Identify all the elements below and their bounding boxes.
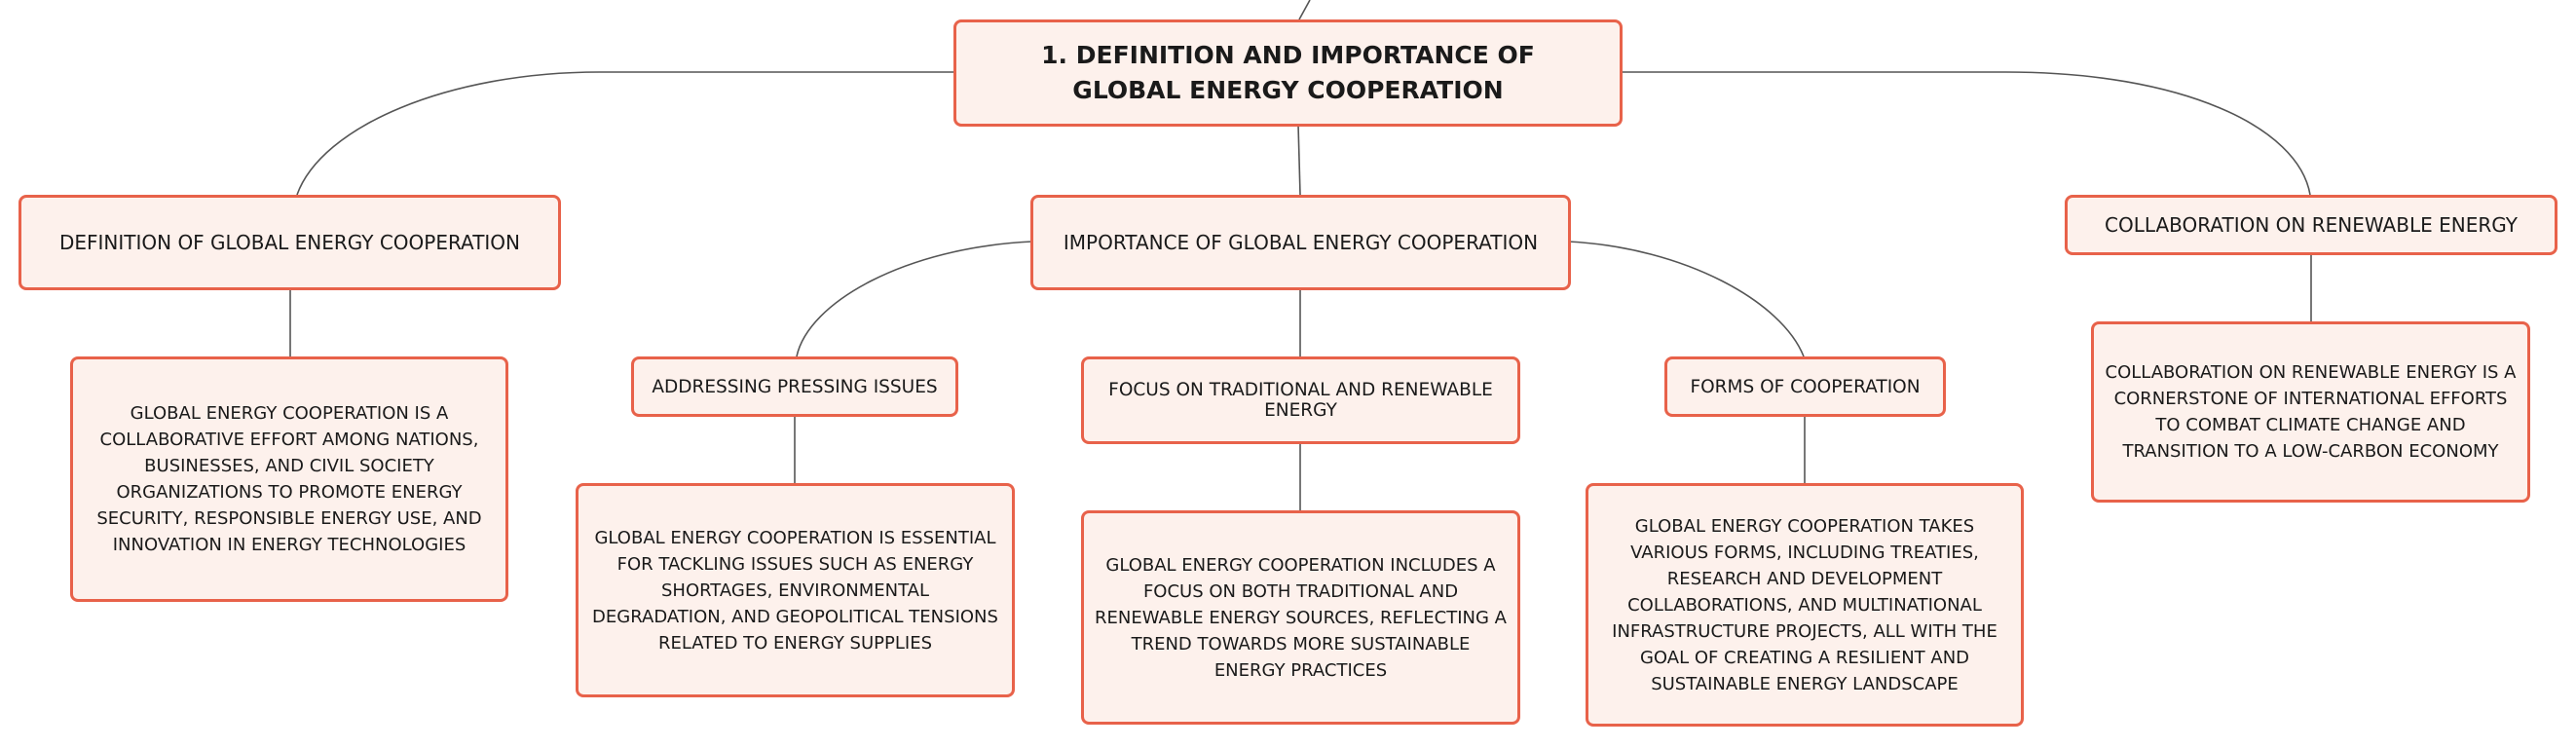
topic-definition[interactable]: DEFINITION OF GLOBAL ENERGY COOPERATION [19, 195, 561, 290]
topic-importance[interactable]: IMPORTANCE OF GLOBAL ENERGY COOPERATION [1030, 195, 1571, 290]
subtopic-forms-of-cooperation[interactable]: FORMS OF COOPERATION [1664, 356, 1946, 417]
root-topic[interactable]: 1. DEFINITION AND IMPORTANCE OF GLOBAL E… [953, 19, 1623, 127]
connector-root-definition [296, 71, 954, 196]
detail-forms-of-cooperation[interactable]: GLOBAL ENERGY COOPERATION TAKES VARIOUS … [1586, 483, 2024, 727]
detail-addressing-issues[interactable]: GLOBAL ENERGY COOPERATION IS ESSENTIAL F… [576, 483, 1015, 697]
connector-importance-forms [1567, 241, 1805, 357]
detail-definition[interactable]: GLOBAL ENERGY COOPERATION IS A COLLABORA… [70, 356, 508, 602]
connector-parent-root [1298, 0, 1311, 20]
subtopic-addressing-issues[interactable]: ADDRESSING PRESSING ISSUES [631, 356, 958, 417]
detail-traditional-renewable[interactable]: GLOBAL ENERGY COOPERATION INCLUDES A FOC… [1081, 510, 1520, 725]
connector-importance-addressing [796, 241, 1033, 357]
connector-root-importance [1297, 124, 1301, 196]
connector-root-renewable [1622, 71, 2311, 196]
topic-renewable-collaboration[interactable]: COLLABORATION ON RENEWABLE ENERGY [2065, 195, 2557, 255]
subtopic-traditional-renewable[interactable]: FOCUS ON TRADITIONAL AND RENEWABLE ENERG… [1081, 356, 1520, 444]
detail-renewable-collaboration[interactable]: COLLABORATION ON RENEWABLE ENERGY IS A C… [2091, 321, 2530, 503]
